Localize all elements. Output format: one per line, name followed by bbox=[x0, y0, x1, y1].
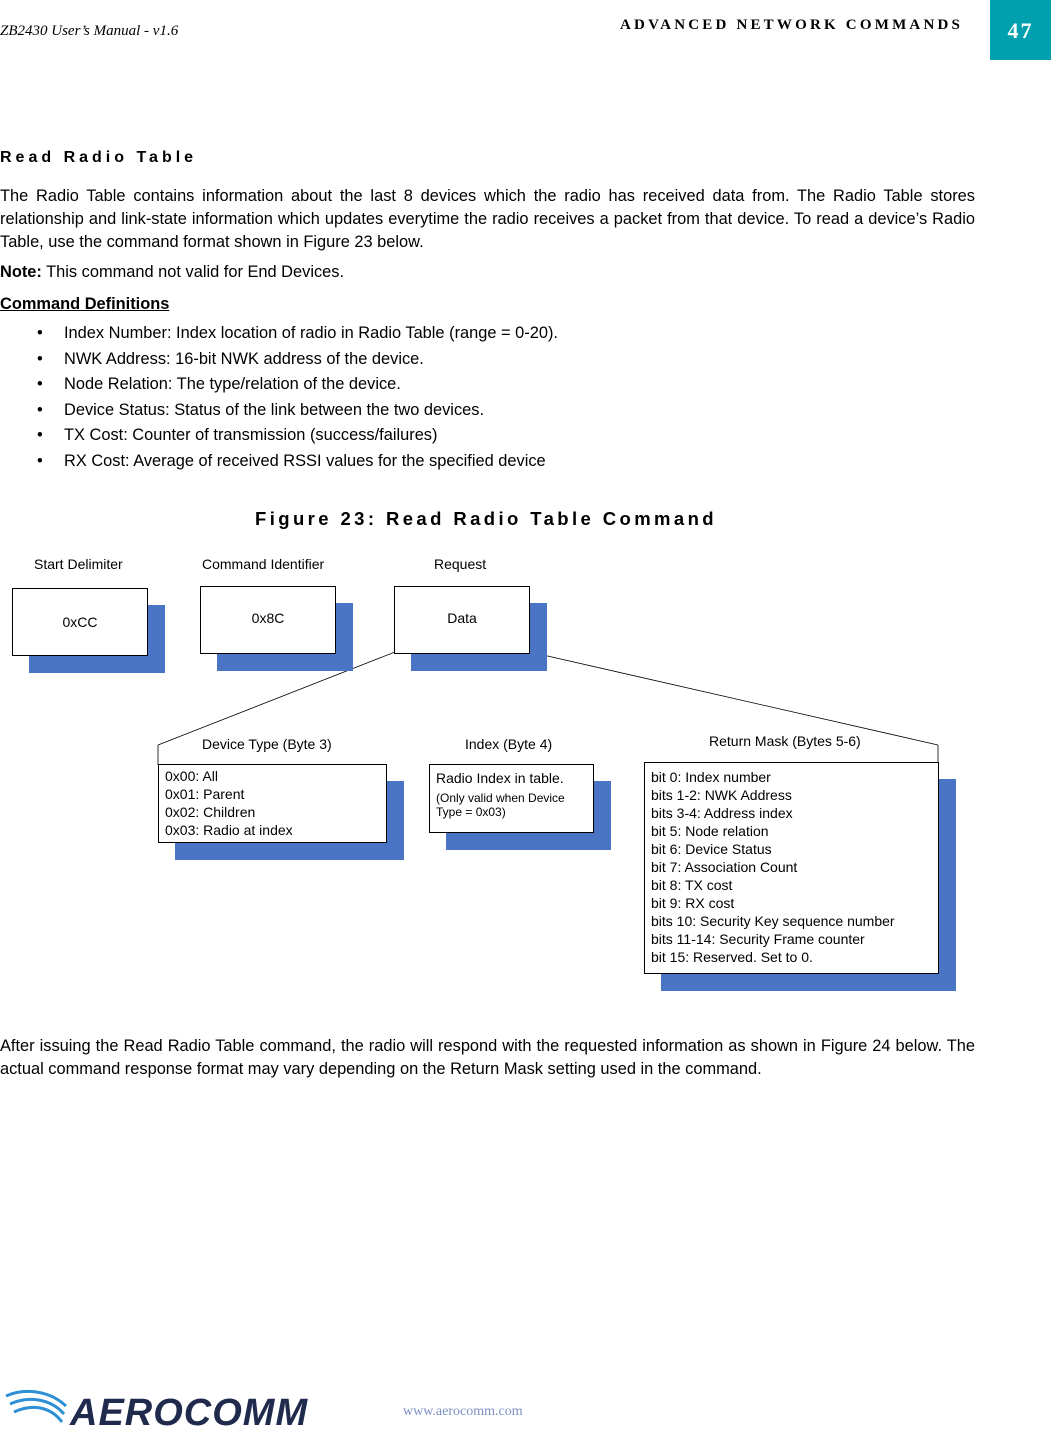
return-mask-bit: bits 11-14: Security Frame counter bbox=[651, 931, 865, 947]
note-text: This command not valid for End Devices. bbox=[41, 263, 345, 281]
index-description: Radio Index in table. bbox=[436, 770, 564, 786]
index-note: (Only valid when Device Type = 0x03) bbox=[436, 791, 565, 819]
device-type-option: 0x00: All bbox=[165, 768, 218, 784]
list-item: Node Relation: The type/relation of the … bbox=[37, 372, 558, 398]
aerocomm-swoosh-icon bbox=[5, 1389, 68, 1423]
request-data-value: Data bbox=[447, 610, 477, 626]
figure-title: Figure 23: Read Radio Table Command bbox=[255, 508, 717, 529]
return-mask-bit: bits 1-2: NWK Address bbox=[651, 787, 792, 803]
closing-paragraph: After issuing the Read Radio Table comma… bbox=[0, 1037, 975, 1078]
start-delimiter-box: 0xCC bbox=[12, 588, 148, 656]
website-link[interactable]: www.aerocomm.com bbox=[403, 1404, 523, 1419]
return-mask-bit: bits 3-4: Address index bbox=[651, 805, 793, 821]
index-box: Radio Index in table. (Only valid when D… bbox=[429, 764, 594, 833]
index-label: Index (Byte 4) bbox=[465, 736, 553, 752]
section-title: Read Radio Table bbox=[0, 149, 198, 166]
start-delimiter-value: 0xCC bbox=[62, 614, 98, 630]
list-item: NWK Address: 16-bit NWK address of the d… bbox=[37, 347, 558, 373]
list-item: RX Cost: Average of received RSSI values… bbox=[37, 449, 558, 475]
return-mask-box: bit 0: Index number bits 1-2: NWK Addres… bbox=[644, 762, 939, 974]
return-mask-bit: bit 9: RX cost bbox=[651, 895, 735, 911]
list-item: Index Number: Index location of radio in… bbox=[37, 321, 558, 347]
manual-title: ZB2430 User’s Manual - v1.6 bbox=[0, 23, 179, 39]
device-type-box: 0x00: All 0x01: Parent 0x02: Children 0x… bbox=[158, 764, 387, 843]
page-number: 47 bbox=[990, 0, 1051, 60]
return-mask-bit: bit 0: Index number bbox=[651, 769, 771, 785]
return-mask-bit: bit 5: Node relation bbox=[651, 823, 769, 839]
aerocomm-logo: AEROCOMM bbox=[70, 1392, 309, 1434]
intro-paragraph: The Radio Table contains information abo… bbox=[0, 187, 975, 251]
list-item: Device Status: Status of the link betwee… bbox=[37, 398, 558, 424]
device-type-option: 0x03: Radio at index bbox=[165, 822, 293, 838]
return-mask-bit: bits 10: Security Key sequence number bbox=[651, 913, 895, 929]
note: Note: This command not valid for End Dev… bbox=[0, 263, 344, 282]
device-type-label: Device Type (Byte 3) bbox=[202, 736, 332, 752]
note-label: Note: bbox=[0, 263, 42, 281]
command-identifier-label: Command Identifier bbox=[202, 556, 325, 572]
device-type-option: 0x01: Parent bbox=[165, 786, 245, 802]
request-data-box: Data bbox=[394, 586, 530, 654]
return-mask-bit: bit 15: Reserved. Set to 0. bbox=[651, 949, 813, 965]
request-label: Request bbox=[434, 556, 487, 572]
command-definitions-list: Index Number: Index location of radio in… bbox=[37, 321, 558, 475]
return-mask-bit: bit 6: Device Status bbox=[651, 841, 772, 857]
command-definitions-heading: Command Definitions bbox=[0, 295, 170, 313]
command-identifier-box: 0x8C bbox=[200, 586, 336, 654]
return-mask-label: Return Mask (Bytes 5-6) bbox=[709, 733, 861, 749]
chapter-title: ADVANCED NETWORK COMMANDS bbox=[620, 17, 964, 33]
list-item: TX Cost: Counter of transmission (succes… bbox=[37, 423, 558, 449]
device-type-option: 0x02: Children bbox=[165, 804, 256, 820]
start-delimiter-label: Start Delimiter bbox=[34, 556, 123, 572]
return-mask-bit: bit 8: TX cost bbox=[651, 877, 733, 893]
return-mask-bit: bit 7: Association Count bbox=[651, 859, 798, 875]
command-identifier-value: 0x8C bbox=[251, 610, 285, 626]
